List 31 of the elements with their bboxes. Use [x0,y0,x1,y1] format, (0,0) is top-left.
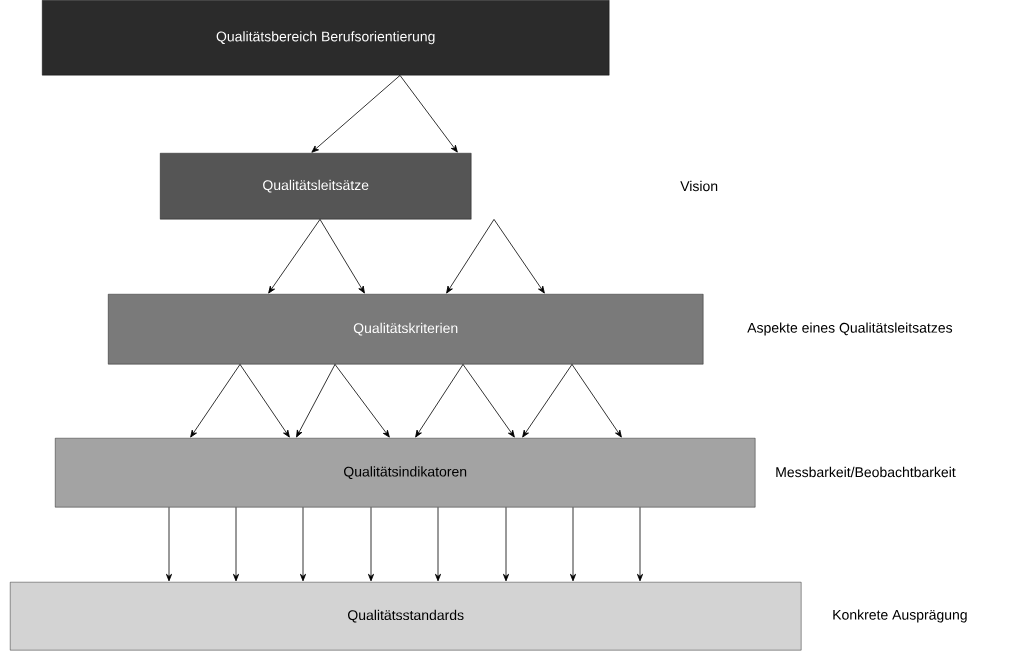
arrow [334,364,390,438]
arrow [399,75,458,153]
arrow [637,507,643,582]
arrow [435,507,441,582]
side-label: Vision [680,180,718,192]
arrow [503,507,509,582]
arrow [570,507,576,582]
arrow [233,507,239,582]
beside-label: Aspekte eines Qualitätsleitsatzes [747,322,953,336]
level-box: Qualitätskriterien [108,294,704,365]
arrow [166,507,172,582]
arrow [446,219,495,294]
arrow [268,219,321,294]
arrow [190,364,241,438]
arrow [522,364,573,438]
arrow [571,364,622,438]
arrow [493,219,545,294]
arrow [415,364,464,438]
arrow [300,507,306,582]
arrow [462,364,515,438]
level-box: Qualitätsstandards [10,582,802,651]
level-box: Qualitätsindikatoren [55,438,756,508]
level-box: Qualitätsleitsätze [160,153,472,220]
arrow [296,364,336,438]
arrow [239,364,290,438]
level-box: Qualitätsbereich Berufsorientierung [42,0,610,76]
beside-label: Messbarkeit/Beobachtbarkeit [776,466,956,478]
arrow [311,75,401,153]
arrow [368,507,374,582]
arrow [319,219,365,294]
beside-label: Konkrete Ausprägung [833,609,967,623]
